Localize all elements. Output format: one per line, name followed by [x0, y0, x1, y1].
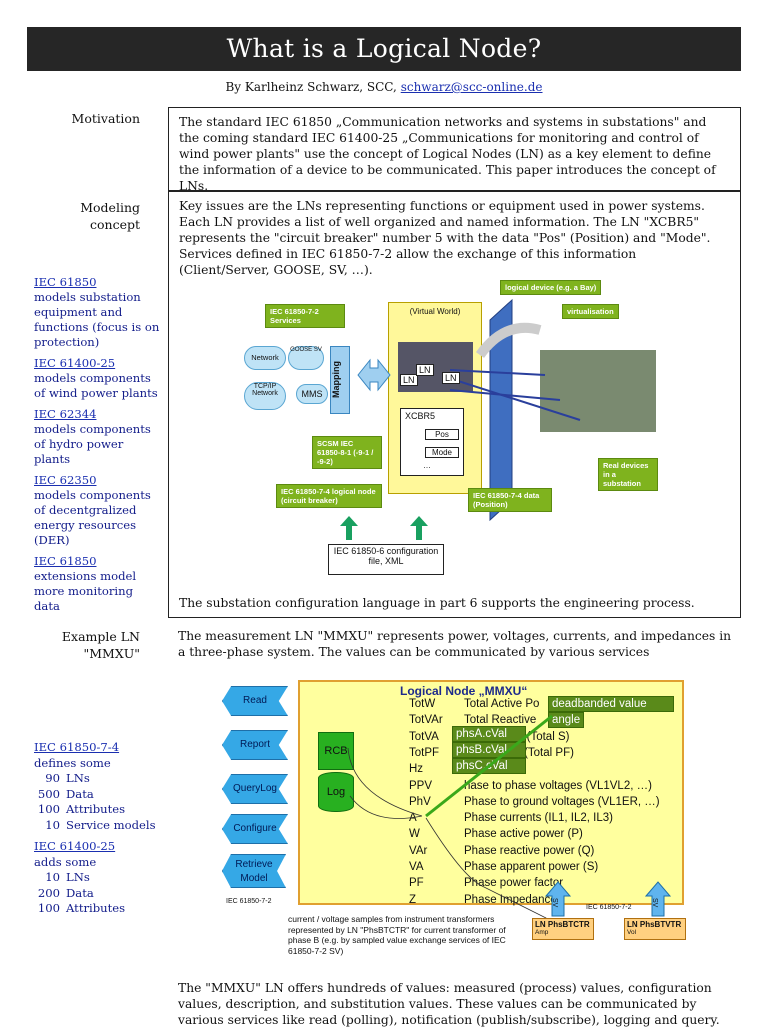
- mapping-arrow: [358, 360, 390, 390]
- sv-label: SV: [551, 898, 558, 907]
- sidebar-text: models components of decentgralized ener…: [34, 488, 162, 548]
- photo-substation: [540, 350, 656, 432]
- count: 100: [34, 901, 60, 917]
- ln-tag: LN: [416, 364, 434, 376]
- count-label: LNs: [66, 771, 90, 787]
- pos-box: Pos: [425, 429, 459, 440]
- up-arrow: [340, 516, 358, 526]
- sidebar-head: adds some: [34, 855, 162, 871]
- tctr-box: LN PhsBTCTR Amp: [532, 918, 594, 940]
- link-line: [426, 818, 546, 918]
- xcbr-box: XCBR5 Pos Mode …: [400, 408, 464, 476]
- config-file: IEC 61850-6 configuration file, XML: [328, 544, 444, 575]
- example-label: Example LN "MMXU": [44, 628, 140, 662]
- count-label: Data: [66, 787, 94, 803]
- real-devices-label: Real devices in a substation: [598, 458, 658, 491]
- tctr-sub: Amp: [535, 929, 591, 936]
- count: 90: [34, 771, 60, 787]
- motivation-label: Motivation: [27, 110, 140, 127]
- count-label: Attributes: [66, 901, 125, 917]
- up-arrow: [346, 524, 352, 540]
- sidebar-link[interactable]: IEC 61850: [34, 275, 162, 290]
- lnode-diagram: IEC 61850-7-2 Services (Virtual World) l…: [240, 280, 665, 580]
- count-label: Data: [66, 886, 94, 902]
- count-label: Attributes: [66, 802, 125, 818]
- count: 500: [34, 787, 60, 803]
- email-link[interactable]: schwarz@scc-online.de: [401, 80, 543, 94]
- lnode-label: IEC 61850-7-4 logical node (circuit brea…: [276, 484, 382, 508]
- modeling-text: Key issues are the LNs representing func…: [179, 198, 730, 278]
- tvtr-label: LN PhsBTVTR: [627, 920, 683, 929]
- sidebar-link[interactable]: IEC 62344: [34, 407, 162, 422]
- sv-arrow: [646, 882, 670, 916]
- sidebar-text: models components of hydro power plants: [34, 422, 162, 467]
- author: By Karlheinz Schwarz, SCC,: [225, 80, 396, 94]
- sidebar-text: models substation equipment and function…: [34, 290, 162, 350]
- ellipsis: …: [423, 461, 431, 470]
- sv-arrow: [546, 882, 570, 916]
- ln-tag: LN: [442, 372, 460, 384]
- up-arrow: [416, 524, 422, 540]
- sv-label: SV: [651, 898, 658, 907]
- tvtr-box: LN PhsBTVTR Vol: [624, 918, 686, 940]
- sidebar-link[interactable]: IEC 61400-25: [34, 356, 162, 371]
- link-line: [350, 796, 422, 819]
- mmxu-diagram: Read Report QueryLog Configure Retrieve …: [222, 676, 688, 966]
- sidebar-text: models components of wind power plants: [34, 371, 162, 401]
- sidebar-head: defines some: [34, 756, 162, 772]
- xcbr-label: XCBR5: [401, 409, 463, 423]
- count-label: LNs: [66, 870, 90, 886]
- sidebar-link[interactable]: IEC 61400-25: [34, 839, 162, 855]
- count: 100: [34, 802, 60, 818]
- data-label: IEC 61850-7-4 data (Position): [468, 488, 552, 512]
- count: 200: [34, 886, 60, 902]
- tctr-label: LN PhsBTCTR: [535, 920, 591, 929]
- sidebar-link[interactable]: IEC 61850: [34, 554, 162, 569]
- count-label: Service models: [66, 818, 156, 834]
- modeling-label: Modeling concept: [70, 199, 140, 233]
- example-footer: The "MMXU" LN offers hundreds of values:…: [178, 980, 733, 1028]
- page-title: What is a Logical Node?: [27, 27, 741, 71]
- sidebar-link[interactable]: IEC 61850-7-4: [34, 740, 162, 756]
- sidebar-link[interactable]: IEC 62350: [34, 473, 162, 488]
- highlight-line: [426, 716, 552, 816]
- count: 10: [34, 818, 60, 834]
- sv-ref: IEC 61850-7-2: [586, 904, 632, 911]
- motivation-box: The standard IEC 61850 „Communication ne…: [168, 107, 741, 191]
- modeling-footer: The substation configuration language in…: [179, 595, 695, 611]
- scsm-label: SCSM IEC 61850-8-1 (-9-1 / -9-2): [312, 436, 382, 469]
- up-arrow: [410, 516, 428, 526]
- tvtr-sub: Vol: [627, 929, 683, 936]
- sidebar-text: extensions model more monitoring data: [34, 569, 162, 614]
- mode-box: Mode: [425, 447, 459, 458]
- motivation-text: The standard IEC 61850 „Communication ne…: [179, 115, 716, 193]
- count: 10: [34, 870, 60, 886]
- byline: By Karlheinz Schwarz, SCC, schwarz@scc-o…: [0, 80, 768, 94]
- samples-note: current / voltage samples from instrumen…: [288, 914, 528, 956]
- example-text: The measurement LN "MMXU" represents pow…: [178, 628, 733, 660]
- ln-tag: LN: [400, 374, 418, 386]
